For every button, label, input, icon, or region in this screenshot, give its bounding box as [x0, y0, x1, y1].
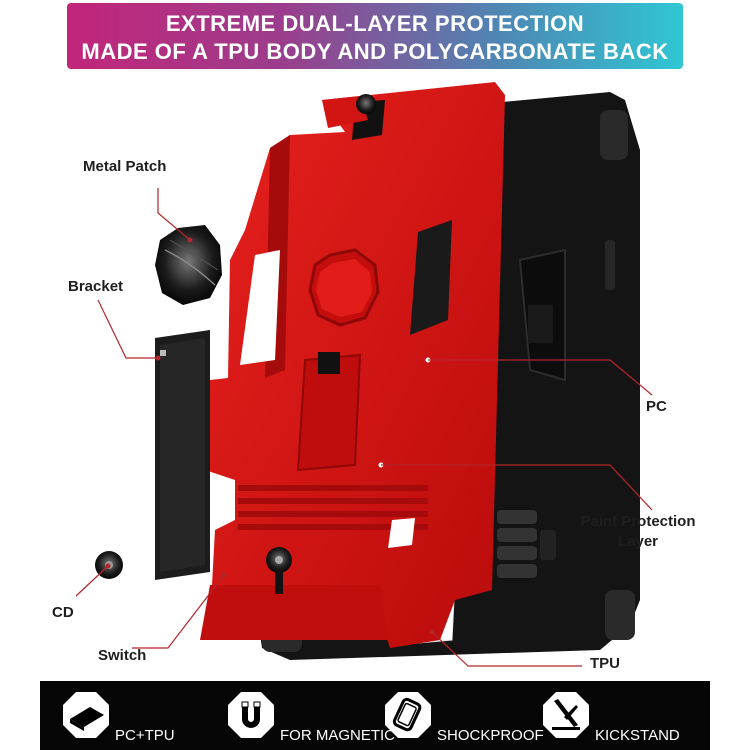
label-paint-protection-line-2: Layer [617, 533, 659, 550]
label-tpu: TPU [590, 655, 620, 672]
feature-magnetic-label: FOR MAGNETIC [280, 727, 395, 744]
top-pin-part [356, 94, 376, 114]
banner-line-1: EXTREME DUAL-LAYER PROTECTION [165, 11, 585, 36]
callout-line-tpu [431, 631, 582, 667]
callout-dots [105, 237, 435, 635]
callout-line-paint-protection [381, 464, 653, 511]
pc-back-plate [200, 82, 505, 648]
features-bar: PC+TPU FOR MAGNETIC SHOCKPROOF KICKSTAND [40, 681, 710, 750]
label-paint-protection: Paint Protection Layer [570, 513, 706, 550]
switch-ring-part [266, 547, 292, 594]
callout-line-pc [428, 359, 653, 396]
callout-line-switch [132, 574, 225, 649]
metal-patch-part [155, 225, 222, 305]
label-pc: PC [646, 398, 667, 415]
shockproof-icon [385, 692, 431, 738]
callout-line-bracket [97, 299, 158, 359]
callout-lines [75, 188, 653, 667]
layers-icon [63, 692, 109, 738]
feature-kickstand-label: KICKSTAND [595, 727, 680, 744]
label-switch: Switch [98, 647, 147, 664]
magnet-icon [228, 692, 274, 738]
label-cd: CD [52, 604, 74, 621]
feature-shockproof-label: SHOCKPROOF [437, 727, 544, 744]
label-paint-protection-line-1: Paint Protection [580, 513, 696, 530]
label-metal-patch: Metal Patch [83, 158, 167, 175]
callout-line-metal-patch [157, 188, 191, 241]
header-banner: EXTREME DUAL-LAYER PROTECTION MADE OF A … [67, 3, 683, 69]
feature-pc-tpu-label: PC+TPU [115, 727, 175, 744]
callout-line-cd [75, 565, 109, 597]
bracket-part [155, 330, 210, 580]
kickstand-icon [543, 692, 589, 738]
banner-line-2: MADE OF A TPU BODY AND POLYCARBONATE BAC… [81, 39, 669, 64]
label-bracket: Bracket [68, 278, 124, 295]
